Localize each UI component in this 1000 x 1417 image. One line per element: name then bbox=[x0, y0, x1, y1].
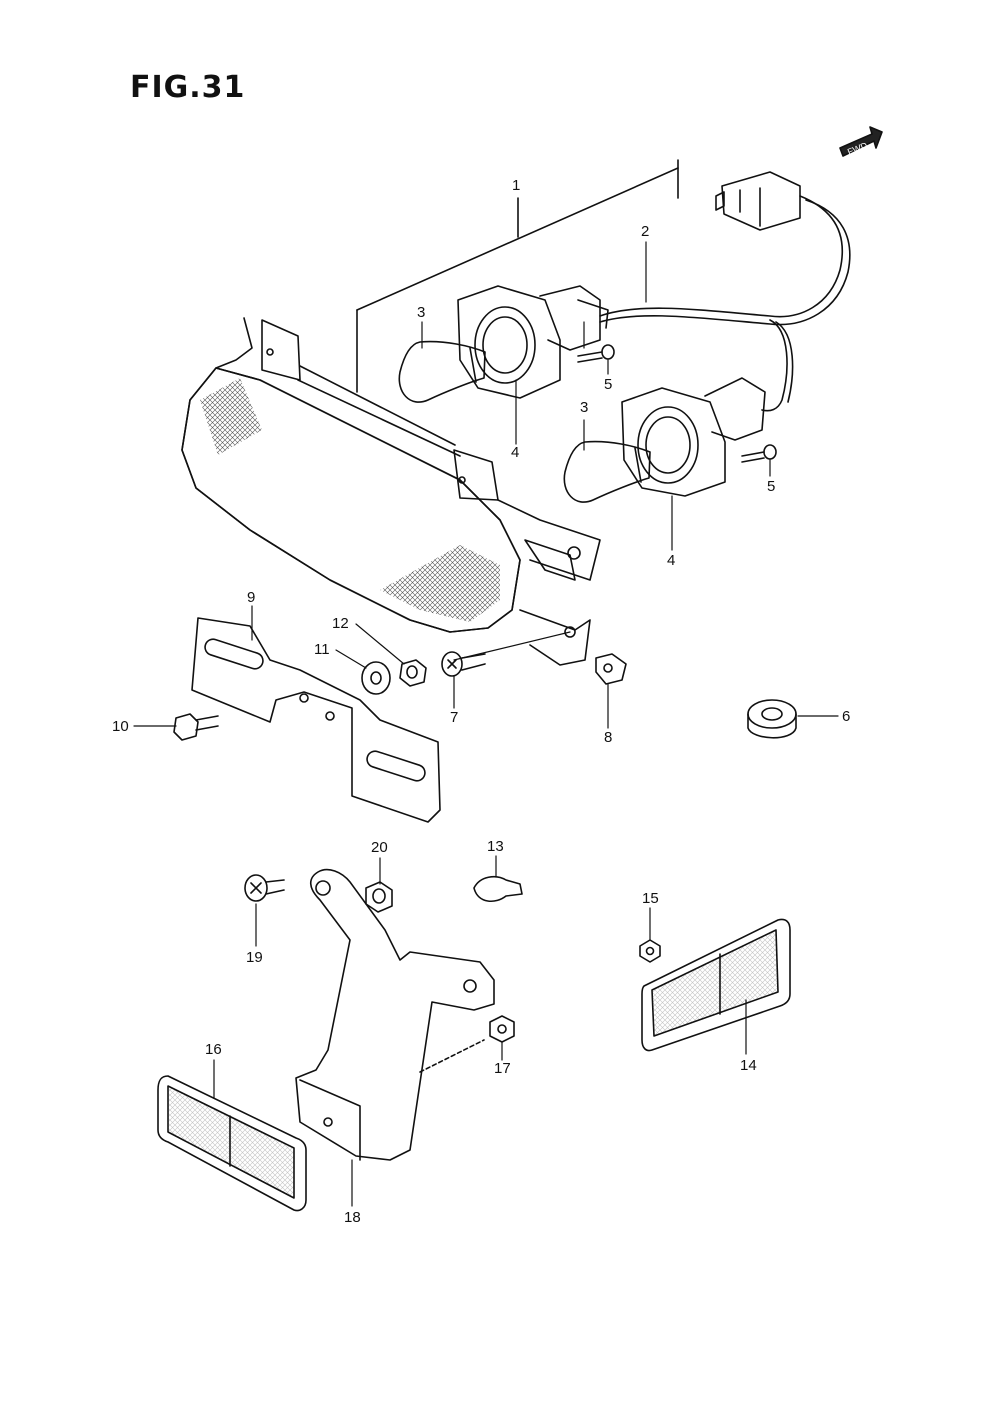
bolt-19 bbox=[244, 874, 285, 902]
callout-4-lower: 4 bbox=[667, 552, 676, 569]
socket-lower bbox=[621, 377, 766, 497]
fwd-label: FWD bbox=[846, 140, 869, 157]
callout-19: 19 bbox=[246, 949, 263, 966]
reflector-14 bbox=[641, 918, 791, 1052]
callout-4-upper: 4 bbox=[511, 444, 520, 461]
callout-5-upper: 5 bbox=[604, 376, 613, 393]
clip-13 bbox=[473, 875, 523, 903]
figure-title: FIG.31 bbox=[130, 70, 246, 105]
leader-lines bbox=[133, 241, 839, 1207]
wire-harness bbox=[599, 171, 851, 412]
nut-15 bbox=[639, 939, 661, 963]
callout-15: 15 bbox=[642, 890, 659, 907]
callout-12: 12 bbox=[332, 615, 349, 632]
nut-17 bbox=[489, 1015, 515, 1043]
callout-9: 9 bbox=[247, 589, 256, 606]
clip-nut-8 bbox=[595, 653, 627, 685]
nut-17-leader-dashed bbox=[419, 1039, 485, 1073]
washer-11 bbox=[361, 661, 391, 695]
callout-7: 7 bbox=[450, 709, 459, 726]
bolt-10 bbox=[173, 713, 219, 741]
callout-11: 11 bbox=[314, 641, 330, 658]
screw-5-upper bbox=[577, 344, 615, 363]
callout-20: 20 bbox=[371, 839, 388, 856]
fwd-arrow-icon: FWD bbox=[839, 126, 883, 157]
bulb-upper bbox=[398, 340, 486, 403]
screw-5-lower bbox=[741, 444, 777, 463]
socket-upper bbox=[457, 285, 609, 399]
callout-1: 1 bbox=[512, 177, 521, 194]
bolt-7 bbox=[441, 651, 486, 677]
callout-16: 16 bbox=[205, 1041, 222, 1058]
reflector-bracket-18 bbox=[295, 868, 495, 1161]
callout-10: 10 bbox=[112, 718, 129, 735]
callout-18: 18 bbox=[344, 1209, 361, 1226]
callout-2: 2 bbox=[641, 223, 650, 240]
callout-3-lower: 3 bbox=[580, 399, 589, 416]
reflector-16 bbox=[157, 1075, 307, 1212]
callout-13: 13 bbox=[487, 838, 504, 855]
callout-6: 6 bbox=[842, 708, 851, 725]
assembly-bracket-line bbox=[356, 159, 679, 393]
taillight-lens bbox=[181, 317, 601, 666]
nut-12 bbox=[399, 659, 427, 687]
grommet-6 bbox=[747, 699, 797, 739]
callout-3-upper: 3 bbox=[417, 304, 426, 321]
callout-8: 8 bbox=[604, 729, 613, 746]
callout-17: 17 bbox=[494, 1060, 511, 1077]
callout-5-lower: 5 bbox=[767, 478, 776, 495]
bulb-lower bbox=[563, 440, 651, 503]
nut-20 bbox=[365, 881, 393, 913]
license-bracket-9 bbox=[191, 617, 441, 823]
callout-14: 14 bbox=[740, 1057, 757, 1074]
